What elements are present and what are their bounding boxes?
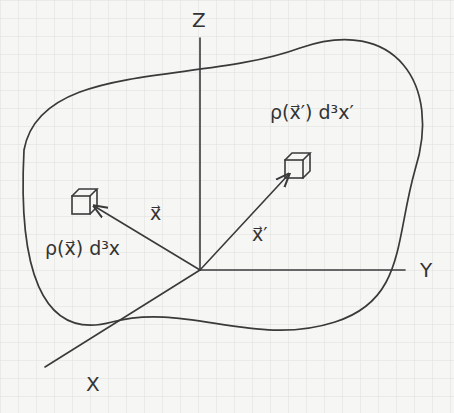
density-label: x⃗: [150, 201, 161, 225]
region-outline: [23, 40, 422, 331]
axis-label: X: [86, 372, 100, 396]
axis-label: Y: [420, 258, 432, 282]
density-label: ρ(x⃗′) d³x′: [270, 100, 354, 124]
charge-region: ρ(x⃗′) d³x′ x⃗ x⃗′ ρ(x⃗) d³x: [10, 25, 442, 355]
density-label: x⃗′: [252, 222, 268, 246]
volume-cube: [72, 189, 97, 214]
y-axis: [200, 269, 405, 271]
z-axis: [199, 38, 201, 270]
density-label: ρ(x⃗) d³x: [45, 236, 120, 260]
region-outline: [10, 25, 442, 355]
axis-label: Z: [192, 8, 206, 32]
position-vector: [200, 174, 289, 270]
volume-cube: [285, 153, 310, 178]
